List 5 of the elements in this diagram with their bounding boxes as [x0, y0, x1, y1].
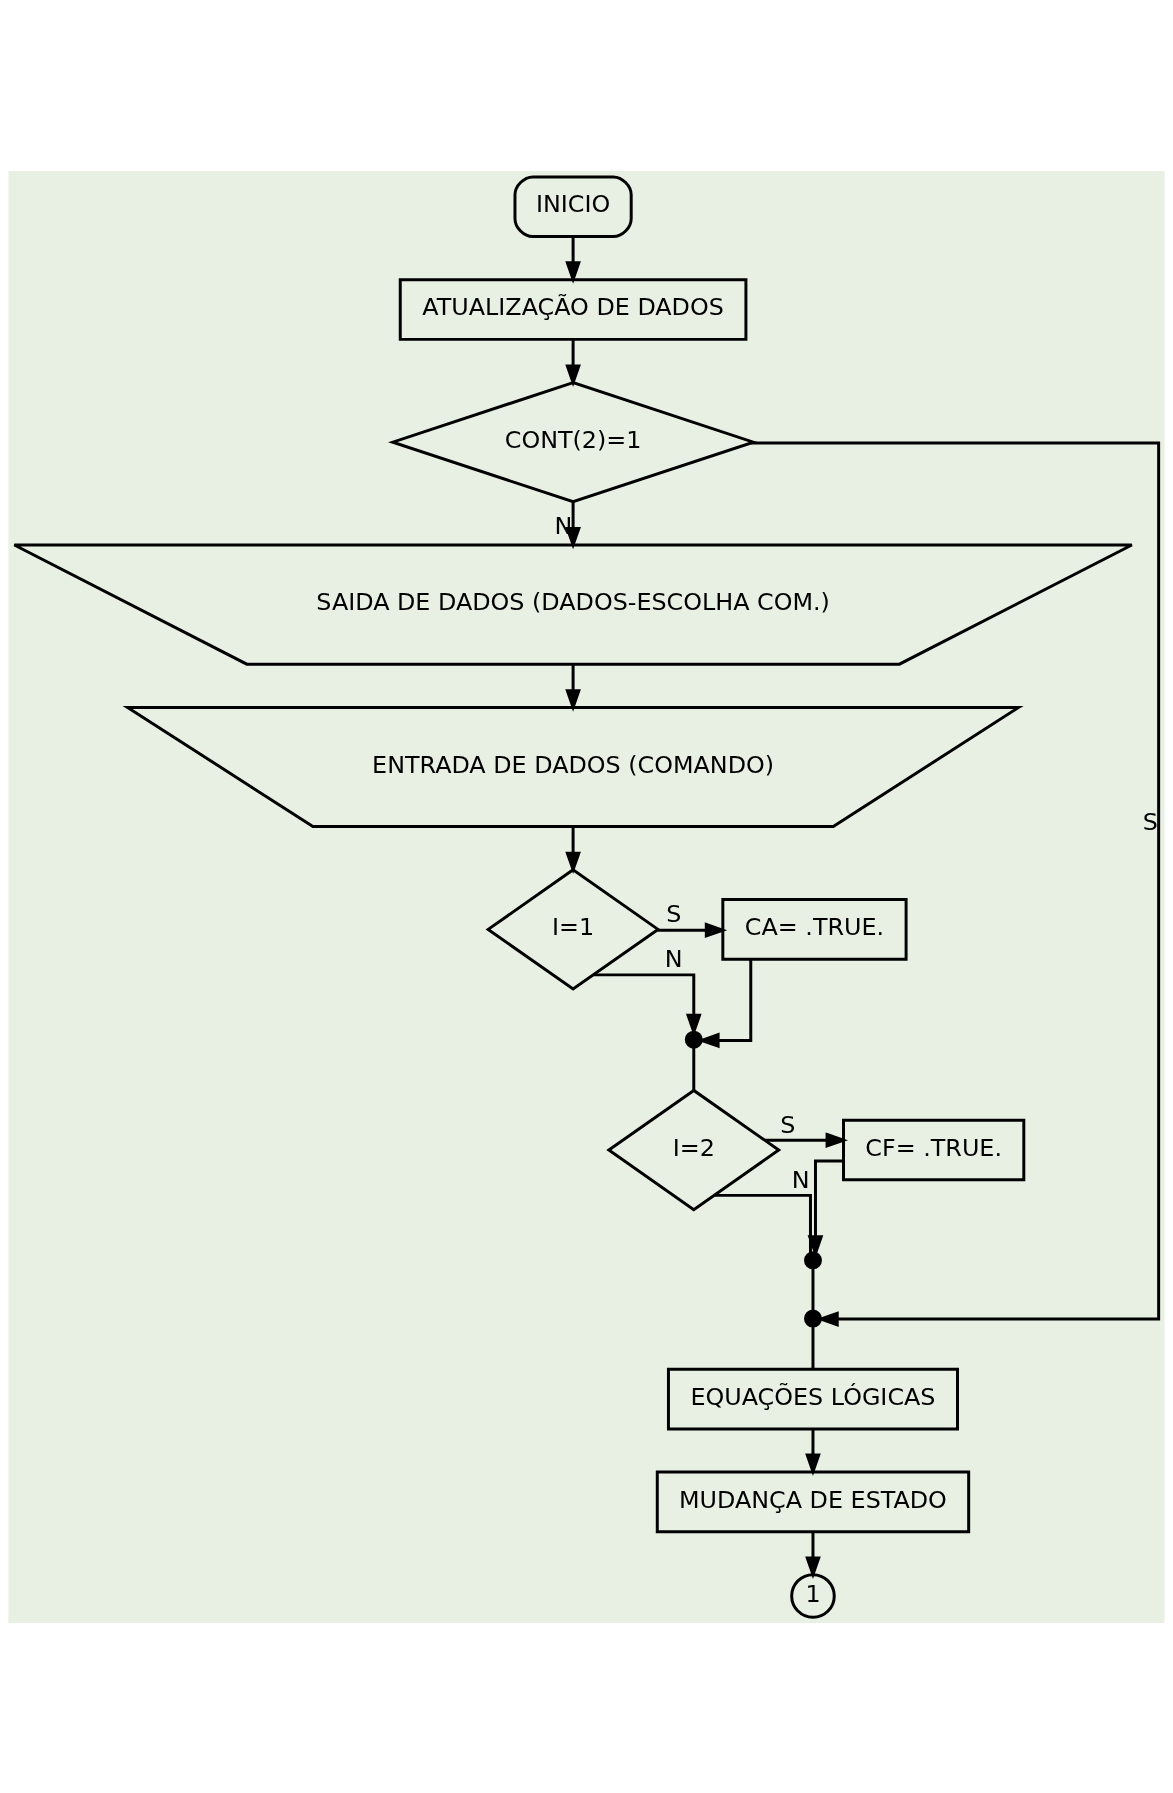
- edge-label: N: [791, 1165, 810, 1194]
- edge-label: N: [664, 944, 683, 973]
- edge-label: S: [1142, 807, 1159, 836]
- edge-label: S: [666, 899, 682, 928]
- edge-label: S: [780, 1110, 796, 1138]
